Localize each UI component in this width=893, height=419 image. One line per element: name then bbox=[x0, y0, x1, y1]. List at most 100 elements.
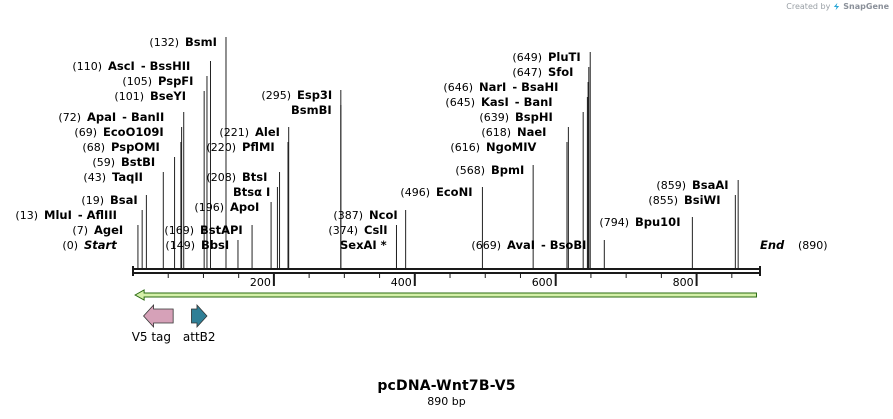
site-position: (374) bbox=[328, 224, 358, 237]
site-name: MluI- AflIII bbox=[44, 208, 117, 222]
site-avai[interactable]: (669) AvaI- BsoBI bbox=[471, 238, 586, 252]
site-apai[interactable]: (72)ApaI- BanII bbox=[58, 110, 164, 124]
site-name: KasI- BanI bbox=[481, 95, 553, 109]
features: V5 tag attB2 bbox=[132, 289, 757, 344]
site-bsaai[interactable]: (859)BsaAI bbox=[656, 178, 728, 192]
site-position: (890) bbox=[798, 239, 828, 252]
site-position: (59) bbox=[92, 156, 115, 169]
map-title-block: pcDNA-Wnt7B-V5 890 bp bbox=[0, 378, 893, 408]
feature-v5-tag[interactable]: V5 tag bbox=[132, 303, 174, 344]
site-mlui[interactable]: (13) MluI- AflIII bbox=[15, 208, 117, 222]
site-name: BsmI bbox=[185, 35, 217, 49]
site-bpu10i[interactable]: (794)Bpu10I bbox=[599, 215, 680, 229]
site-ngomiv[interactable]: (616) NgoMIV bbox=[450, 140, 536, 154]
site-name: AgeI bbox=[94, 223, 123, 237]
attb2-arrow[interactable] bbox=[191, 303, 208, 329]
site-position: (69) bbox=[74, 126, 97, 139]
site-start[interactable]: (0) Start bbox=[62, 238, 117, 252]
site-pspfi[interactable]: (105)PspFI bbox=[122, 74, 193, 88]
tick-label: 800 bbox=[673, 276, 694, 289]
site-bts-i[interactable]: Btsα I bbox=[233, 185, 270, 199]
site-name: BsmBI bbox=[291, 103, 332, 117]
credit-brand: SnapGene bbox=[843, 2, 889, 11]
site-sfoi[interactable]: (647) SfoI bbox=[512, 65, 573, 79]
site-pluti[interactable]: (649)PluTI bbox=[512, 50, 580, 64]
site-name: BbsI bbox=[201, 238, 229, 252]
site-csli[interactable]: (374) CslI bbox=[328, 223, 387, 237]
site-position: (0) bbox=[62, 239, 78, 252]
site-ecoo109i[interactable]: (69) EcoO109I bbox=[74, 125, 163, 139]
site-bsphi[interactable]: (639)BspHI bbox=[479, 110, 552, 124]
site-bsmbi[interactable]: BsmBI bbox=[291, 103, 332, 117]
site-pspomi[interactable]: (68)PspOMI bbox=[82, 140, 159, 154]
site-bbsi[interactable]: (149) BbsI bbox=[165, 238, 229, 252]
map-title: pcDNA-Wnt7B-V5 bbox=[377, 378, 516, 394]
site-position: (855) bbox=[648, 194, 678, 207]
site-position: (19) bbox=[81, 194, 104, 207]
site-agei[interactable]: (7)AgeI bbox=[72, 223, 123, 237]
feature-attb2[interactable]: attB2 bbox=[183, 303, 216, 344]
site-name: BstBI bbox=[121, 155, 155, 169]
site-position: (568) bbox=[455, 164, 485, 177]
v5-tag-label: V5 tag bbox=[132, 330, 171, 344]
site-position: (639) bbox=[479, 111, 509, 124]
site-name: CslI bbox=[364, 223, 388, 237]
site-nari[interactable]: (646) NarI- BsaHI bbox=[443, 80, 558, 94]
site-name: NarI- BsaHI bbox=[479, 80, 558, 94]
site-position: (616) bbox=[450, 141, 480, 154]
site-asci[interactable]: (110)AscI- BssHII bbox=[72, 59, 190, 73]
site-name: Start bbox=[84, 238, 117, 252]
site-bpmi[interactable]: (568)BpmI bbox=[455, 163, 524, 177]
site-name: BseYI bbox=[150, 89, 186, 103]
v5-tag-arrow[interactable] bbox=[143, 303, 174, 329]
site-position: (110) bbox=[72, 60, 102, 73]
site-name: SexAI * bbox=[340, 238, 387, 252]
site-position: (669) bbox=[471, 239, 501, 252]
site-pflmi[interactable]: (220)PflMI bbox=[206, 140, 274, 154]
site-name: Bpu10I bbox=[635, 215, 680, 229]
site-bseyi[interactable]: (101)BseYI bbox=[114, 89, 186, 103]
site-position: (208) bbox=[206, 171, 236, 184]
site-position: (132) bbox=[149, 36, 179, 49]
site-name: NgoMIV bbox=[486, 140, 536, 154]
site-alei[interactable]: (221)AleI bbox=[219, 125, 280, 139]
site-position: (68) bbox=[82, 141, 105, 154]
site-position: (149) bbox=[165, 239, 195, 252]
site-bstbi[interactable]: (59) BstBI bbox=[92, 155, 155, 169]
site-esp3i[interactable]: (295)Esp3I bbox=[261, 88, 332, 102]
site-bstapi[interactable]: (169)BstAPI bbox=[164, 223, 242, 237]
site-name: PluTI bbox=[548, 50, 581, 64]
site-name: Btsα I bbox=[233, 185, 270, 199]
site-bsiwi[interactable]: (855)BsiWI bbox=[648, 193, 720, 207]
site-ncoi[interactable]: (387)NcoI bbox=[333, 208, 397, 222]
site-name-secondary: - BssHII bbox=[141, 59, 190, 73]
site-end[interactable]: (890)End bbox=[760, 238, 828, 252]
site-btsi[interactable]: (208)BtsI bbox=[206, 170, 267, 184]
orf-arrow[interactable] bbox=[134, 289, 757, 301]
site-name: SfoI bbox=[548, 65, 573, 79]
site-taqii[interactable]: (43)TaqII bbox=[83, 170, 143, 184]
site-name: AvaI- BsoBI bbox=[507, 238, 586, 252]
snapgene-logo-icon bbox=[834, 2, 840, 11]
site-sexai[interactable]: SexAI * bbox=[340, 238, 387, 252]
site-bsai[interactable]: (19)BsaI bbox=[81, 193, 137, 207]
feature-orf[interactable] bbox=[134, 289, 757, 301]
site-position: (645) bbox=[445, 96, 475, 109]
site-name-secondary: - BsaHI bbox=[512, 80, 558, 94]
site-position: (387) bbox=[333, 209, 363, 222]
site-kasi[interactable]: (645) KasI- BanI bbox=[445, 95, 552, 109]
site-econi[interactable]: (496)EcoNI bbox=[400, 185, 472, 199]
site-name: AleI bbox=[255, 125, 280, 139]
map-size: 890 bp bbox=[427, 395, 466, 408]
site-position: (646) bbox=[443, 81, 473, 94]
site-naei[interactable]: (618)NaeI bbox=[481, 125, 546, 139]
site-position: (13) bbox=[15, 209, 38, 222]
site-apoi[interactable]: (196)ApoI bbox=[194, 200, 259, 214]
site-position: (196) bbox=[194, 201, 224, 214]
site-bsmi[interactable]: (132) BsmI bbox=[149, 35, 216, 49]
site-name: EcoO109I bbox=[103, 125, 164, 139]
site-name: NaeI bbox=[517, 125, 546, 139]
site-name-secondary: - AflIII bbox=[78, 208, 117, 222]
site-position: (647) bbox=[512, 66, 542, 79]
